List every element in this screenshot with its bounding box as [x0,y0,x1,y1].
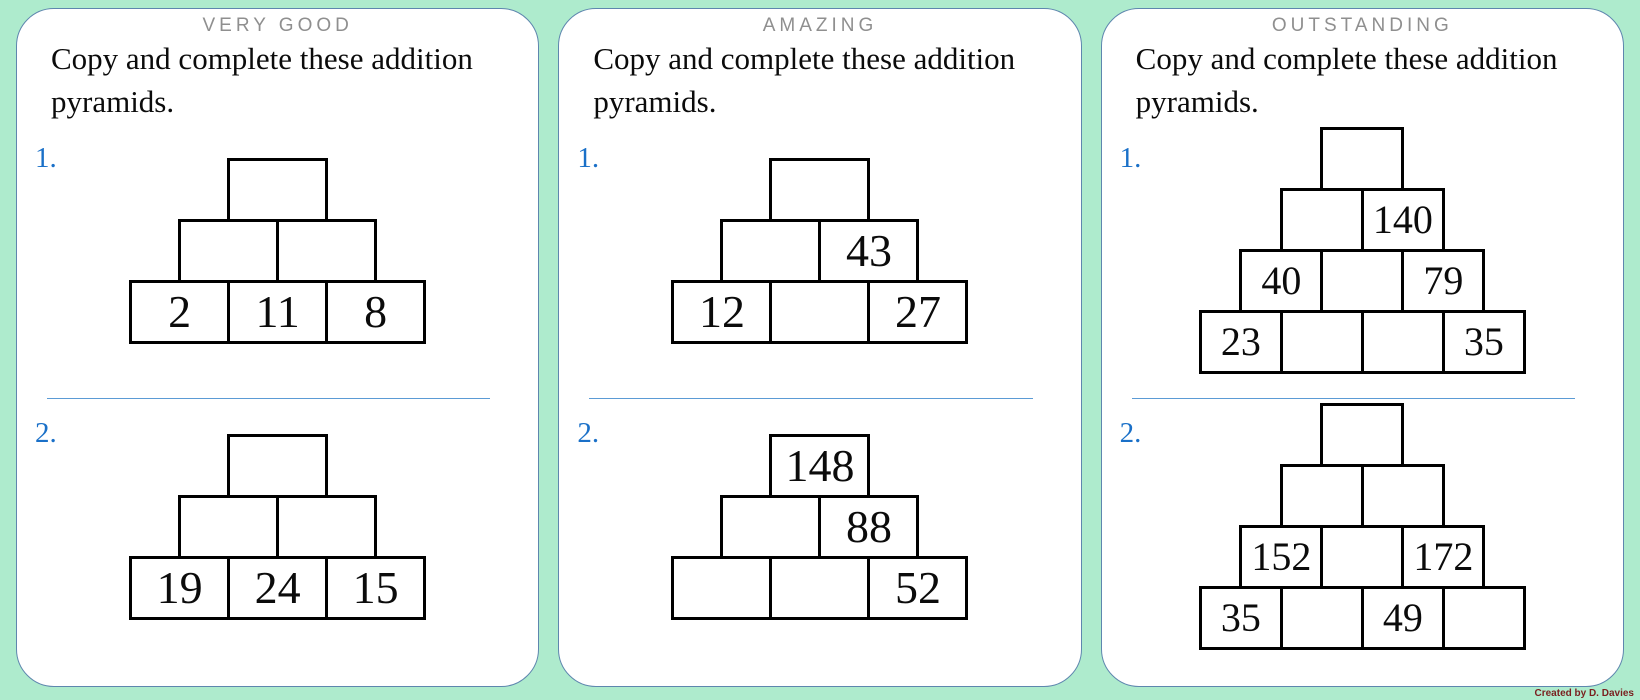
pyramid-row [178,218,378,283]
pyramid-row: 148 [769,433,871,498]
pyramid-cell-empty [227,433,329,498]
pyramid-cell-empty [1320,249,1405,314]
problem-number: 1. [1119,141,1142,174]
worksheet-cards: VERY GOOD Copy and complete these additi… [16,8,1624,687]
problem: 1. 43 12 27 [577,124,1056,399]
pyramid-cell-empty [1360,464,1445,529]
problem: 1. 140 40 79 23 35 [1120,124,1599,399]
card-very-good: VERY GOOD Copy and complete these additi… [16,8,540,687]
pyramid-cell-empty [1441,586,1526,651]
pyramid-row: 35 49 [1198,586,1526,651]
pyramid-cell-filled: 35 [1198,586,1283,651]
pyramid-row [769,157,871,222]
instruction-text: Copy and complete these addition pyramid… [593,41,1016,119]
pyramid-cell-filled: 19 [129,555,231,620]
pyramid-cell-filled: 140 [1360,188,1445,253]
pyramid-cell-filled: 27 [867,279,969,344]
pyramid-cell-empty [769,157,871,222]
card-title: AMAZING [762,15,878,36]
pyramid-cell-filled: 88 [818,494,920,559]
pyramid-cell-empty [276,494,378,559]
problem-number: 1. [577,141,600,174]
pyramid-cell-filled: 40 [1239,249,1324,314]
pyramid-row: 43 [720,218,920,283]
credit-text: Created by D. Davies [1534,688,1635,699]
addition-pyramid: 152 172 35 49 [1198,403,1526,651]
pyramid-cell-empty [671,555,773,620]
pyramid-cell-filled: 172 [1401,525,1486,590]
pyramid-cell-empty [1279,464,1364,529]
problem-number: 1. [35,141,57,174]
pyramid-cell-filled: 8 [325,279,427,344]
pyramid-row [227,433,329,498]
section-divider [47,398,491,400]
pyramid-cell-filled: 152 [1239,525,1324,590]
card-amazing: AMAZING Copy and complete these addition… [558,8,1082,687]
section-divider [589,398,1033,400]
pyramid-cell-empty [1279,188,1364,253]
pyramid-cell-empty [1320,127,1405,192]
pyramid-cell-empty [227,157,329,222]
pyramid-row [1320,127,1405,192]
card-title: VERY GOOD [202,15,353,36]
pyramid-cell-empty [720,494,822,559]
pyramid-cell-filled: 79 [1401,249,1486,314]
pyramid-cell-filled: 23 [1198,310,1283,375]
pyramid-row: 88 [720,494,920,559]
problems-area: 1. 140 40 79 23 35 2. 152 172 35 49 [1120,124,1599,674]
pyramid-row [178,494,378,559]
pyramid-cell-filled: 2 [129,279,231,344]
pyramid-cell-filled: 24 [227,555,329,620]
problem-number: 2. [1119,417,1142,450]
pyramid-cell-empty [178,218,280,283]
pyramid-cell-empty [1320,525,1405,590]
pyramid-row: 40 79 [1239,249,1486,314]
pyramid-cell-filled: 52 [867,555,969,620]
pyramid-cell-filled: 12 [671,279,773,344]
pyramid-row: 12 27 [671,279,969,344]
pyramid-cell-empty [1360,310,1445,375]
pyramid-cell-filled: 15 [325,555,427,620]
card-outstanding: OUTSTANDING Copy and complete these addi… [1100,8,1624,687]
addition-pyramid: 140 40 79 23 35 [1198,127,1526,375]
pyramid-cell-empty [1279,310,1364,375]
section-divider [1131,398,1575,400]
pyramid-cell-filled: 35 [1441,310,1526,375]
pyramid-cell-empty [769,555,871,620]
pyramid-row [1279,464,1445,529]
pyramid-cell-empty [178,494,280,559]
pyramid-row [1320,403,1405,468]
card-title: OUTSTANDING [1271,15,1453,36]
addition-pyramid: 43 12 27 [671,157,969,344]
pyramid-cell-filled: 43 [818,218,920,283]
pyramid-row: 152 172 [1239,525,1486,590]
pyramid-cell-empty [1320,403,1405,468]
problem-number: 2. [35,417,57,450]
pyramid-cell-empty [769,279,871,344]
instruction-text: Copy and complete these addition pyramid… [1135,41,1558,119]
pyramid-cell-empty [1279,586,1364,651]
pyramid-row: 23 35 [1198,310,1526,375]
instruction-text: Copy and complete these addition pyramid… [51,41,473,119]
problem-number: 2. [577,417,600,450]
problem: 2. 152 172 35 49 [1120,399,1599,674]
pyramid-cell-empty [720,218,822,283]
pyramid-cell-empty [276,218,378,283]
pyramid-cell-filled: 11 [227,279,329,344]
pyramid-row: 52 [671,555,969,620]
pyramid-row: 140 [1279,188,1445,253]
pyramid-cell-filled: 148 [769,433,871,498]
pyramid-row [227,157,329,222]
pyramid-cell-filled: 49 [1360,586,1445,651]
